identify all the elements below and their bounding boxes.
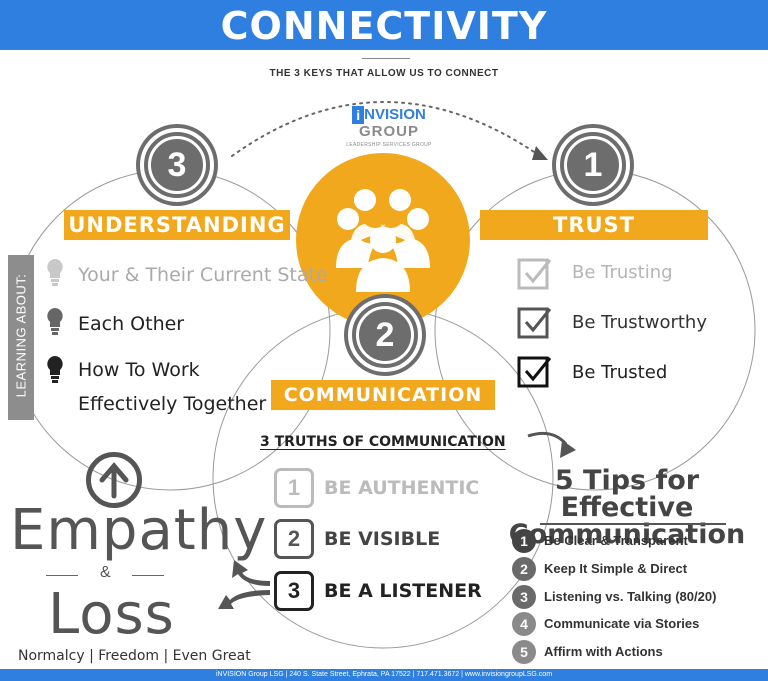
understanding-banner: UNDERSTANDING (64, 210, 290, 240)
ampersand: & (100, 564, 111, 581)
lightbulb-icon (47, 308, 63, 335)
logo-i-mark: i (352, 106, 365, 124)
truth-text: BE AUTHENTIC (324, 477, 480, 499)
communication-banner: COMMUNICATION (271, 380, 495, 410)
lightbulb-icon (47, 259, 63, 286)
subtitle: THE 3 KEYS THAT ALLOW US TO CONNECT (269, 68, 499, 79)
logo-tagline: LEADERSHIP SERVICES GROUP (346, 142, 432, 148)
people-icon (336, 189, 430, 292)
learning-item-each-other: Each Other (78, 313, 185, 335)
up-arrow-circle (86, 452, 142, 508)
tip-text: Listening vs. Talking (80/20) (544, 589, 717, 604)
trust-item-trustworthy: Be Trustworthy (572, 312, 707, 333)
key-number-3: 3 (140, 128, 214, 202)
tip-text: Communicate via Stories (544, 616, 700, 631)
truth-text: BE A LISTENER (324, 580, 482, 602)
trust-item-trusted: Be Trusted (572, 362, 668, 383)
dotted-arrowhead (532, 146, 548, 160)
loss-subtitle: Normalcy | Freedom | Even Great (18, 648, 251, 664)
tip-number-badge: 2 (512, 557, 536, 581)
tip-number-badge: 1 (512, 529, 536, 553)
tip-text: Be Clear & Transparent (544, 533, 688, 548)
truth-number-box: 2 (274, 519, 314, 559)
learning-about-bar: LEARNING ABOUT: (8, 255, 34, 420)
checkbox-icon (517, 258, 552, 290)
checkbox-icon (517, 356, 552, 388)
checkbox-icon (517, 307, 552, 339)
tips-title: 5 Tips for Effective Communication (492, 467, 762, 548)
trust-item-trusting: Be Trusting (572, 262, 673, 283)
amp-divider-right (132, 575, 164, 576)
learning-item-current-state: Your & Their Current State (78, 264, 328, 286)
footer-text: iNVISION Group LSG | 240 S. State Street… (215, 671, 553, 678)
learning-item-effectively-together: Effectively Together (78, 393, 267, 415)
swoosh-arrow-icon (527, 431, 568, 446)
loss-word: Loss (48, 582, 175, 647)
tip-text: Affirm with Actions (544, 644, 663, 659)
learning-about-label: LEARNING ABOUT: (13, 273, 29, 398)
footer-bar: iNVISION Group LSG | 240 S. State Street… (0, 669, 768, 681)
logo-vision: NVISION (364, 106, 426, 123)
empathy-word: Empathy (10, 498, 268, 563)
tip-number-badge: 5 (512, 640, 536, 664)
key-number-2: 2 (348, 298, 422, 372)
page-title: CONNECTIVITY (220, 4, 548, 48)
truth-number-box: 1 (274, 468, 314, 508)
truths-title: 3 TRUTHS OF COMMUNICATION (260, 434, 506, 450)
truth-text: BE VISIBLE (324, 528, 441, 550)
curved-arrows-icon (218, 560, 270, 609)
tip-text: Keep It Simple & Direct (544, 561, 688, 576)
key-number-1: 1 (556, 128, 630, 202)
amp-divider-left (46, 575, 78, 576)
learning-item-how-to-work: How To Work (78, 359, 200, 381)
tips-title-line1: 5 Tips for Effective (554, 465, 700, 523)
tips-title-line2: Communication (508, 519, 746, 550)
lightbulb-icon (47, 356, 63, 383)
logo-group: GROUP (358, 123, 419, 140)
truth-number-box: 3 (274, 571, 314, 611)
header-bar: CONNECTIVITY (0, 0, 768, 50)
tips-divider (540, 523, 726, 525)
subtitle-divider (362, 58, 410, 59)
tip-number-badge: 4 (512, 612, 536, 636)
tip-number-badge: 3 (512, 585, 536, 609)
trust-banner: TRUST (480, 210, 708, 240)
